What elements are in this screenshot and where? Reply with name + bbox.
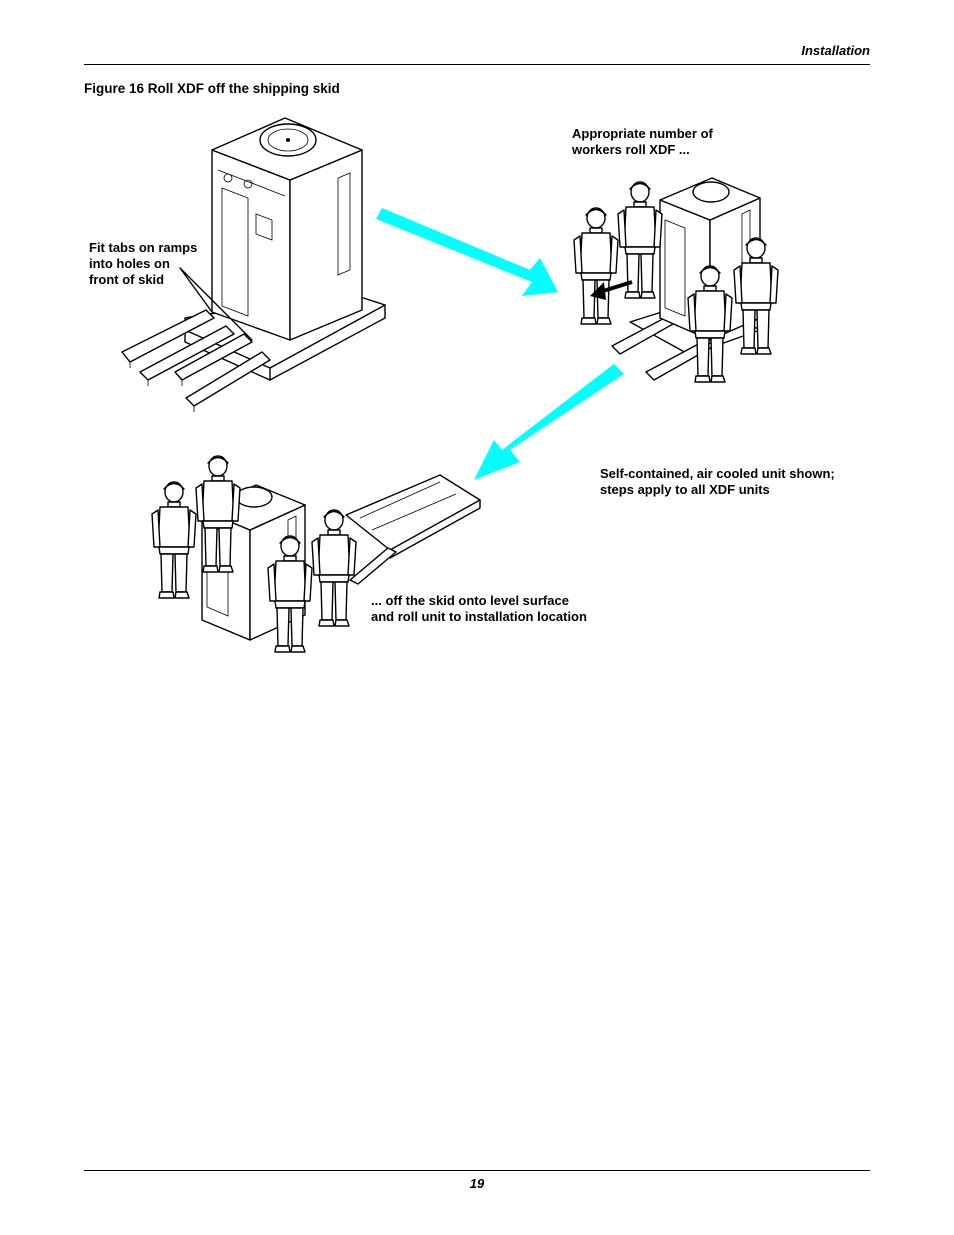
- unit-on-skid-drawing: [121, 117, 386, 412]
- direction-arrow-1: [376, 208, 558, 296]
- section-header: Installation: [801, 43, 870, 58]
- figure-illustration: [121, 117, 779, 653]
- note-self-contained: Self-contained, air cooled unit shown; s…: [600, 466, 835, 497]
- page-number: 19: [469, 1176, 485, 1191]
- figure-title: Figure 16 Roll XDF off the shipping skid: [84, 81, 340, 96]
- note-workers-roll: Appropriate number of workers roll XDF .…: [572, 126, 713, 157]
- header-rule: [84, 64, 870, 65]
- note-fit-tabs: Fit tabs on ramps into holes on front of…: [89, 240, 198, 287]
- note-off-skid: ... off the skid onto level surface and …: [371, 593, 587, 624]
- unit-off-skid-drawing: [151, 455, 481, 653]
- workers-rolling-drawing: [573, 177, 779, 383]
- footer-rule: [84, 1170, 870, 1171]
- direction-arrow-2: [474, 364, 624, 480]
